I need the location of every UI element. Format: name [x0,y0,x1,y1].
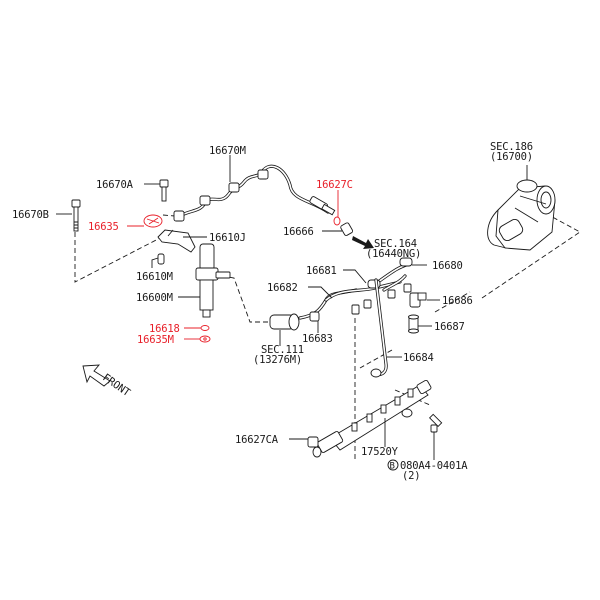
hose-clip [228,182,240,193]
label-16686: 16686 [442,295,473,307]
label-16627C: 16627C [316,179,353,191]
part-labels: 16670M 16670A 16670B 16635 16610J 16610M… [12,141,533,482]
label-bolt: 080A4-0401A [400,460,468,472]
label-16670M: 16670M [209,145,246,157]
washer-hole [203,337,207,341]
pipe-nut [363,299,372,309]
part-16686 [409,292,427,308]
part-16610J-clamp [157,229,196,253]
label-sec111-ref: (13276M) [253,354,302,366]
part-16666-fitting [340,222,354,236]
bolt-marker-circle-icon [387,459,399,471]
supply-pump-sec186 [487,179,556,251]
leak-off-hose [173,164,336,222]
label-16687: 16687 [434,321,465,333]
label-16600M: 16600M [136,292,173,304]
rail-bracket [401,408,413,418]
hose-tee [173,210,185,222]
label-16684: 16684 [403,352,434,364]
sensor-sec111 [269,313,300,331]
label-16635: 16635 [88,221,119,233]
label-sec111: SEC.111 [261,344,304,356]
label-16618: 16618 [149,323,180,335]
pipe-clamp [399,257,413,267]
label-16627CA: 16627CA [235,434,279,446]
part-16635-gasket [143,214,163,228]
part-17520Y-common-rail [312,379,432,458]
label-sec186-ref: (16700) [490,151,533,163]
label-sec186: SEC.186 [490,141,533,153]
part-16684-pipe [370,278,388,378]
pipe-nut [403,283,412,293]
pipe-nut [387,289,396,299]
part-16670B-bolt [71,199,81,232]
label-16610M: 16610M [136,271,173,283]
part-16618-seal [200,325,210,331]
label-16681: 16681 [306,265,337,277]
part-16683 [298,288,358,322]
bolt-080A4-0401A [428,413,443,433]
front-arrow-icon [82,364,111,387]
label-16683: 16683 [302,333,333,345]
pipe-nut [351,304,360,315]
hose-clip [199,195,211,206]
part-16687 [408,314,419,334]
label-sec164: SEC.164 [374,238,417,250]
label-17520Y: 17520Y [361,446,399,458]
hose-clip [257,169,269,180]
bolt-marker: B [390,462,395,472]
label-16670B: 16670B [12,209,49,221]
front-direction-arrow [82,364,111,387]
label-16610J: 16610J [209,232,246,244]
arrow-to-sec164-icon [352,236,374,249]
part-16627C-washer [333,216,341,226]
label-sec164-ref: (16440NG) [366,248,421,260]
high-pressure-pipe-assembly [324,257,413,315]
label-16635M: 16635M [137,334,174,346]
label-16670A: 16670A [96,179,134,191]
part-16670A-bolt [159,179,169,202]
hose-end [321,203,336,216]
part-16627CA [307,436,319,448]
label-16680: 16680 [432,260,463,272]
label-16682: 16682 [267,282,298,294]
leader-lines [56,155,528,460]
part-16610M [157,253,165,265]
label-bolt-qty: (2) [402,470,420,482]
part-16600M-injector [195,243,231,318]
label-16666: 16666 [283,226,314,238]
